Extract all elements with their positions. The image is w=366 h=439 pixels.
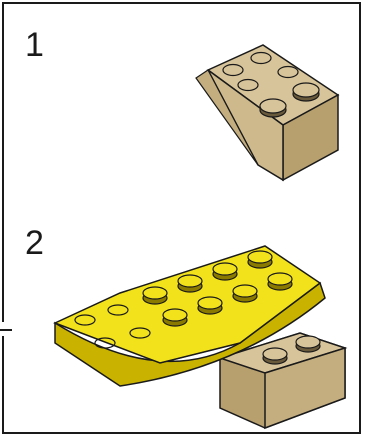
step-1-tan-brick-image bbox=[188, 40, 348, 180]
frame-divider bbox=[0, 329, 12, 331]
step-1-number: 1 bbox=[25, 28, 44, 62]
step-2-yellow-brick-assembly-image bbox=[50, 238, 350, 433]
step-2-number: 2 bbox=[25, 226, 44, 260]
